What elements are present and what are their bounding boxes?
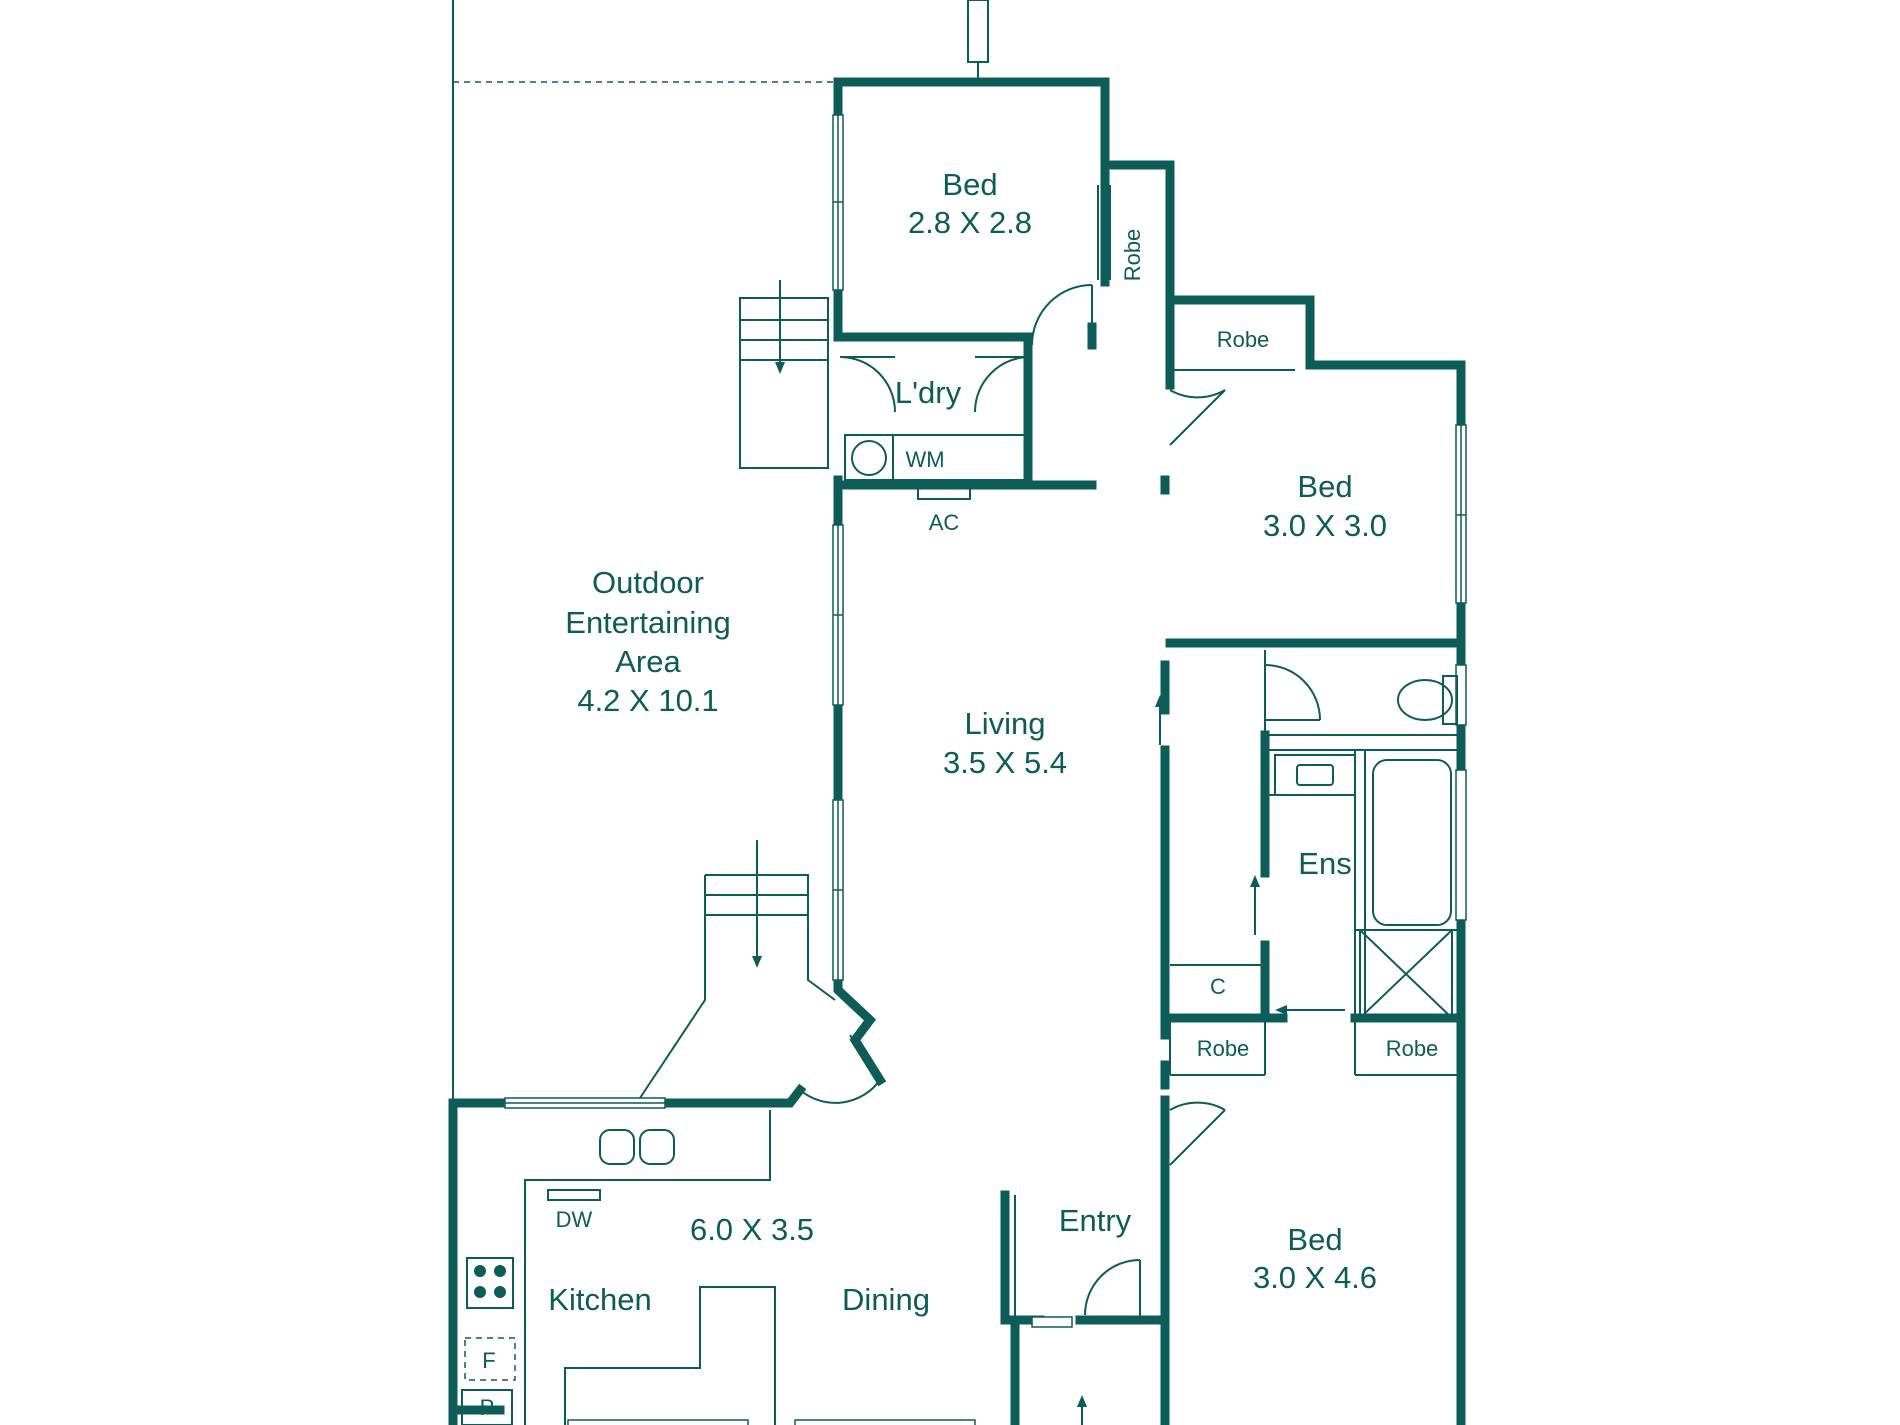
outdoor-boundary [452,0,835,1103]
room-entry: Entry [1059,1203,1132,1238]
thin-partitions [1169,369,1461,1076]
room-ensuite: Ens [1298,846,1351,881]
living-size: 3.5 X 5.4 [943,745,1067,780]
fixture-labels: WM AC DW C Robe Robe F P [480,447,1439,1420]
robe-right-label: Robe [1386,1036,1439,1061]
bed3-size: 3.0 X 4.6 [1253,1260,1377,1295]
room-laundry: L'dry [895,375,962,410]
bed2-name: Bed [1297,469,1352,504]
vent-pipe [967,0,989,80]
bed2-size: 3.0 X 3.0 [1263,508,1387,543]
fridge-label: F [482,1348,495,1373]
windows [504,114,1467,1425]
ensuite-name: Ens [1298,846,1351,881]
room-living: Living 3.5 X 5.4 [943,706,1067,780]
bed3-name: Bed [1287,1222,1342,1257]
room-outdoor: Outdoor Entertaining Area 4.2 X 10.1 [565,565,730,718]
laundry-fixtures [844,434,1026,500]
kitchen-dining-size: 6.0 X 3.5 [690,1212,814,1247]
room-bed2: Bed 3.0 X 3.0 Robe [1217,327,1387,543]
bed1-name: Bed [942,167,997,202]
robe-bed1-closet [1097,178,1111,282]
robe-left-label: Robe [1197,1036,1250,1061]
ensuite-fixtures [1274,675,1458,1019]
laundry-name: L'dry [895,375,962,410]
dishwasher-label: DW [556,1207,593,1232]
outdoor-line2: Entertaining [565,605,730,640]
air-conditioner-label: AC [929,510,960,535]
washing-machine-label: WM [905,447,944,472]
room-bed3: Bed 3.0 X 4.6 [1253,1222,1377,1295]
kitchen-fixtures [461,1110,1016,1425]
cupboard-label: C [1210,974,1226,999]
living-name: Living [965,706,1046,741]
robe-bed2-label: Robe [1217,327,1270,352]
outdoor-size: 4.2 X 10.1 [577,683,718,718]
door-swings [799,284,1321,1320]
pantry-label: P [480,1395,495,1420]
sliding-arrows [1077,695,1345,1425]
outdoor-line1: Outdoor [592,565,704,600]
robe-bed1-label: Robe [1120,229,1145,282]
outdoor-steps [639,280,836,1099]
entry-name: Entry [1059,1203,1132,1238]
outdoor-line3: Area [615,644,681,679]
kitchen-name: Kitchen [548,1282,651,1317]
dining-name: Dining [842,1282,930,1317]
room-bed1: Bed 2.8 X 2.8 Robe [908,167,1145,281]
bed1-size: 2.8 X 2.8 [908,205,1032,240]
room-kitchen-dining: 6.0 X 3.5 Kitchen Dining [548,1212,930,1317]
